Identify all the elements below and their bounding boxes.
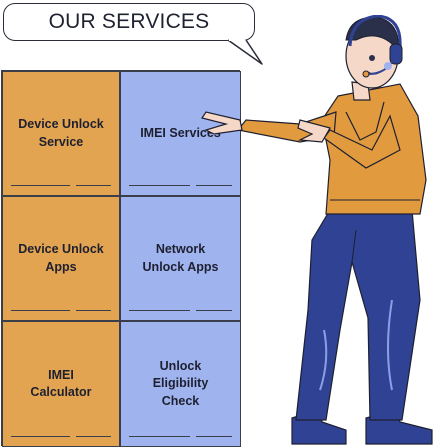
service-label: Device Unlock Service xyxy=(18,117,104,149)
tile-decoration-lines xyxy=(129,185,232,187)
service-label: IMEI Calculator xyxy=(30,367,92,400)
service-label: Network Unlock Apps xyxy=(142,242,219,274)
speech-bubble: OUR SERVICES xyxy=(3,3,255,41)
tile-decoration-lines xyxy=(11,310,111,312)
services-grid: Device Unlock Service IMEI Services Devi… xyxy=(1,70,241,447)
service-tile-device-unlock-service[interactable]: Device Unlock Service xyxy=(2,71,120,196)
page-title: OUR SERVICES xyxy=(48,10,210,33)
service-label: Device Unlock Apps xyxy=(18,242,104,274)
service-tile-imei-services[interactable]: IMEI Services xyxy=(120,71,241,196)
service-label: Unlock Eligibility Check xyxy=(152,358,209,408)
tile-decoration-lines xyxy=(11,436,111,438)
tile-decoration-lines xyxy=(11,185,111,187)
support-agent-presenting-illustration xyxy=(201,15,433,445)
service-tile-device-unlock-apps[interactable]: Device Unlock Apps xyxy=(2,196,120,321)
tile-decoration-lines xyxy=(129,436,232,438)
tile-decoration-lines xyxy=(129,310,232,312)
service-tile-imei-calculator[interactable]: IMEI Calculator xyxy=(2,321,120,447)
service-tile-network-unlock-apps[interactable]: Network Unlock Apps xyxy=(120,196,241,321)
